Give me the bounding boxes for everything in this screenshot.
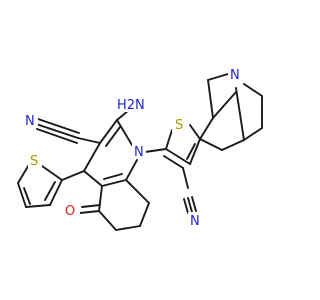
bond-th-c5-c4-double [23, 187, 31, 205]
bond-ch2-n [207, 73, 229, 81]
bond-c5-o [79, 210, 100, 214]
molecule-structure: N H2N N O S S N N [17, 66, 263, 231]
bond-ch-ch2-lower [221, 139, 245, 151]
bond-th-c3-c2-double [44, 181, 56, 201]
bond-ch2-ch-bridge [243, 127, 263, 141]
bond-c5-o-double [81, 204, 101, 208]
bond-c7-c8 [139, 202, 150, 227]
bond-c4a-c4 [83, 170, 103, 187]
bond-rth-s-c7a [189, 124, 201, 140]
bond-n-ch-vertical [235, 87, 245, 141]
bond-c8a-c4a-double [103, 173, 123, 180]
svg-text:N: N [230, 68, 240, 83]
svg-text:N: N [190, 214, 200, 229]
bond-c8a-c4a [101, 179, 127, 187]
atom-ketone-o: O [64, 202, 80, 219]
bond-c2-n1 [116, 119, 133, 146]
bond-ch2-c3a [199, 138, 223, 151]
nitrile-left-bond [35, 118, 80, 144]
nitrile-bottom-bond [183, 196, 197, 214]
bond-rth-c3-c2-double [163, 155, 184, 169]
bond-c6-c7 [115, 225, 141, 231]
bond-th-c5-c4 [17, 182, 27, 208]
bond-rth-c2-s [165, 129, 173, 150]
bond-c3-c2-double [105, 126, 121, 147]
bond-c7a-ch [199, 117, 214, 140]
bond-c3-c2 [99, 119, 118, 144]
svg-text:N: N [25, 114, 35, 129]
bond-n-ch2-right [243, 83, 263, 97]
atom-nitrile-n-left: N [24, 112, 38, 129]
bond-cn-to-ring [77, 137, 101, 144]
bond-n1-thiophene [144, 148, 167, 153]
bond-n1-c8a [125, 159, 138, 181]
bond-ch-ch2-top [207, 79, 214, 119]
bond-th-c3-c2 [49, 179, 63, 206]
molecule-canvas: N H2N N O S S N N [17, 66, 263, 231]
bond-rth-c3a-c3 [165, 148, 191, 165]
svg-text:H2N: H2N [117, 98, 145, 113]
bond-c8-c8a [125, 179, 150, 204]
atom-nitrile-n-bottom: N [188, 212, 202, 229]
atom-ring-n1: N [132, 143, 146, 160]
svg-text:S: S [30, 154, 38, 169]
bond-c4a-c5 [98, 185, 103, 212]
svg-text:O: O [65, 204, 75, 219]
bond-c3-cn-bottom [182, 167, 189, 189]
atom-thiophene-s-left: S [28, 152, 42, 169]
atom-amine-h2n: H2N [117, 96, 145, 113]
bond-rth-c7a-c3a [189, 138, 201, 165]
bond-c4-c3 [83, 142, 101, 172]
atom-thiophene-s-right: S [172, 116, 188, 133]
atom-bicyclic-n: N [228, 66, 244, 83]
bond-rth-c7a-c3a-double [186, 143, 196, 160]
svg-text:S: S [175, 118, 183, 133]
bond-c5-c6 [98, 210, 117, 231]
bond-c4-thienyl [61, 170, 85, 181]
bond-th-c4-c3 [25, 204, 51, 208]
svg-text:N: N [134, 145, 144, 160]
bond-th-c2-s [41, 165, 63, 181]
bond-n-ch-front [212, 91, 237, 119]
